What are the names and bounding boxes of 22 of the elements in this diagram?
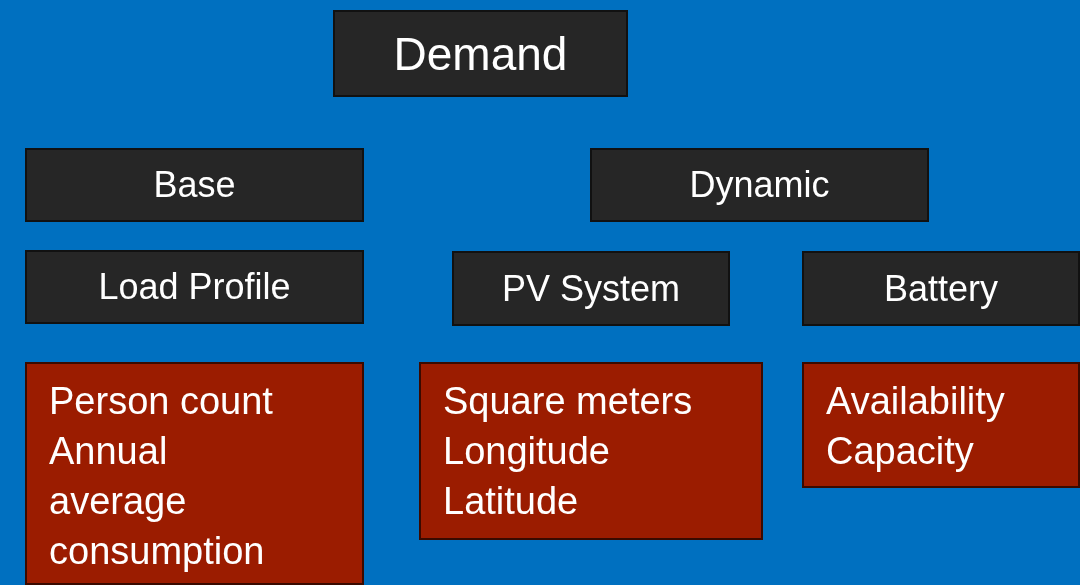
box-label: Load Profile <box>98 266 291 308</box>
box-label: Demand <box>393 26 568 81</box>
parameter-box <box>802 362 1080 488</box>
category-box <box>25 148 364 222</box>
component-box <box>25 250 364 324</box>
parameter-text: Square meters <box>443 379 694 424</box>
box-label: Dynamic <box>689 164 830 206</box>
component-box <box>452 251 730 326</box>
component-box <box>802 251 1080 326</box>
box-label: Base <box>153 164 236 206</box>
parameter-text: Annual average consumption <box>49 429 266 574</box>
parameter-box <box>25 362 364 585</box>
box-label: PV System <box>501 267 681 310</box>
parameter-text: Person count <box>49 379 274 424</box>
heading-box <box>333 10 628 97</box>
parameter-text: Longitude <box>443 429 611 474</box>
parameter-text: Latitude <box>443 479 580 524</box>
parameter-text: Capacity <box>826 429 975 474</box>
category-box <box>590 148 929 222</box>
parameter-text: Availability <box>826 379 1006 424</box>
box-label: Battery <box>883 267 998 310</box>
parameter-box <box>419 362 763 540</box>
